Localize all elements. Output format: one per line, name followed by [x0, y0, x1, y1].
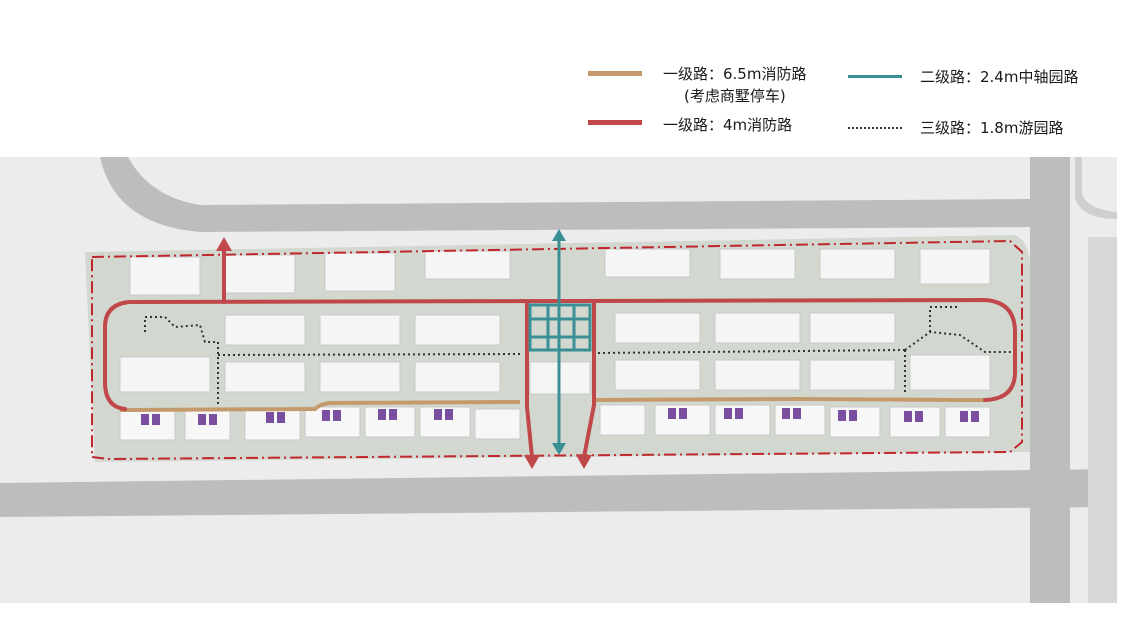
legend-label-tertiary-road: 三级路：1.8m游园路	[920, 119, 1064, 137]
east-road-lower	[1088, 237, 1117, 603]
tan-road-east	[594, 396, 985, 402]
teal-axis-road	[528, 237, 592, 447]
legend-swatch-dotted-road	[848, 127, 902, 129]
legend-swatch-tan-road	[588, 71, 642, 76]
dotted-garden-paths	[144, 306, 1012, 407]
east-road-vertical	[1030, 157, 1070, 603]
external-roads	[0, 157, 1117, 603]
south-road	[0, 469, 1117, 517]
legend-label-primary-road-6-5m: 一级路：6.5m消防路	[663, 65, 807, 83]
teal-axis-arrows	[552, 229, 566, 455]
site-boundary	[91, 239, 1023, 461]
legend-label-secondary-road: 二级路：2.4m中轴园路	[920, 68, 1079, 86]
legend-sublabel-parking: (考虑商墅停车)	[684, 87, 786, 105]
east-road-curve	[1075, 157, 1117, 219]
north-buildings	[129, 248, 991, 296]
site-plan-map	[0, 157, 1117, 603]
north-road	[100, 157, 1030, 232]
red-road-arrows	[216, 237, 592, 469]
tan-road-west	[119, 400, 521, 412]
legend-swatch-teal-road	[848, 75, 902, 78]
legend-label-primary-road-4m: 一级路：4m消防路	[663, 116, 793, 134]
parking-markers	[141, 408, 979, 425]
middle-buildings	[119, 312, 991, 395]
south-buildings	[119, 404, 991, 441]
red-road-network	[103, 243, 1017, 459]
legend: 一级路：6.5m消防路 (考虑商墅停车) 一级路：4m消防路 二级路：2.4m中…	[0, 0, 1128, 150]
legend-swatch-red-road	[588, 120, 642, 125]
